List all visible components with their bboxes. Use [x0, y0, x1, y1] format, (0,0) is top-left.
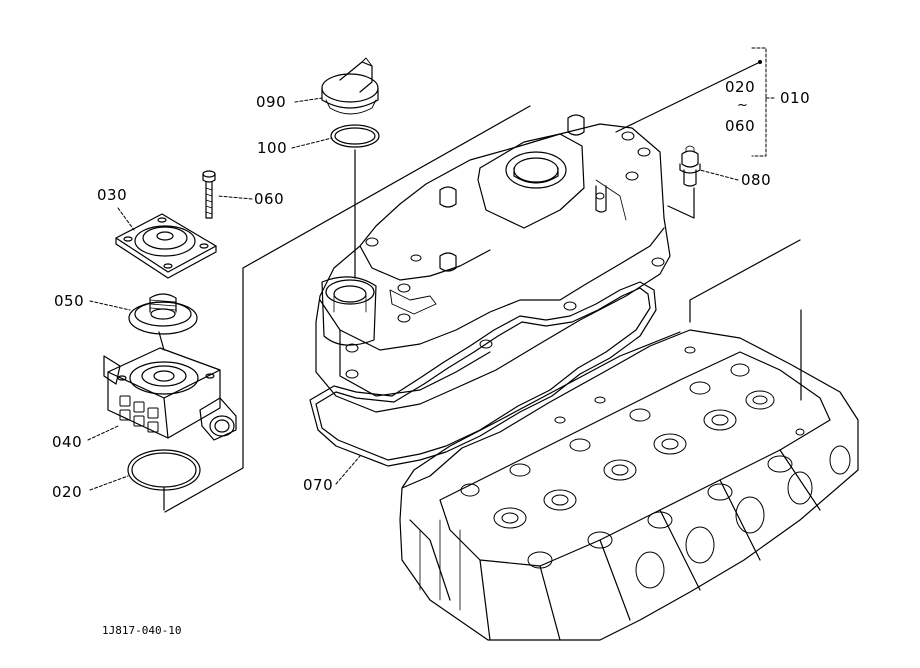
- range-bracket-010: [751, 47, 777, 157]
- screw-060-drawing: [202, 170, 216, 219]
- thermostat-housing-040-drawing: [103, 347, 237, 441]
- oil-cap-090-drawing: [321, 57, 379, 115]
- boundary-lines: [158, 61, 802, 513]
- valve-cover-drawing: [315, 114, 671, 413]
- o-ring-100-drawing: [330, 124, 380, 148]
- bolt-080-drawing: [679, 145, 701, 187]
- drawing-code: 1J817-040-10: [102, 624, 182, 637]
- gasket-070-drawing: [309, 281, 657, 467]
- thermostat-050-drawing: [128, 293, 198, 335]
- cylinder-head-drawing: [399, 329, 859, 641]
- callout-100: 100: [257, 139, 288, 157]
- callout-090: 090: [256, 93, 287, 111]
- callout-010: 010: [780, 89, 811, 107]
- range-start-label: 020: [725, 78, 756, 96]
- range-end-label: 060: [725, 117, 756, 135]
- callout-030: 030: [97, 186, 128, 204]
- o-ring-020-drawing: [127, 449, 201, 491]
- callout-070: 070: [303, 476, 334, 494]
- callout-050: 050: [54, 292, 85, 310]
- cover-030-drawing: [115, 213, 217, 279]
- callout-080: 080: [741, 171, 772, 189]
- callout-020: 020: [52, 483, 83, 501]
- callout-060: 060: [254, 190, 285, 208]
- callout-040: 040: [52, 433, 83, 451]
- bracket-dot-marker: [758, 60, 762, 64]
- range-tilde: ~: [737, 98, 748, 113]
- leader-lines: [87, 97, 739, 491]
